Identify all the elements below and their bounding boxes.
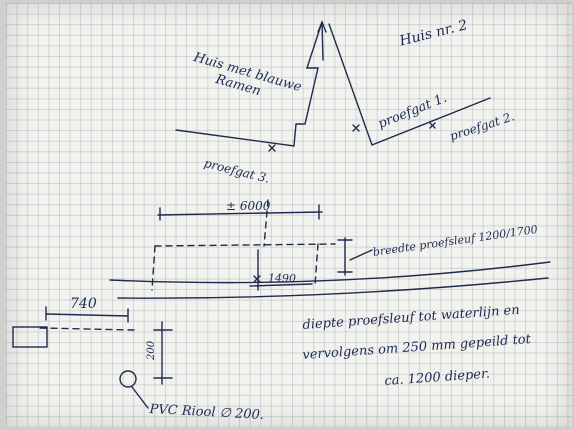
ground-line-2 — [117, 277, 549, 299]
ground-line-1 — [109, 261, 551, 284]
label-trench-length: ± 6000 — [226, 199, 271, 213]
trench-length-dim-line — [157, 211, 323, 216]
label-dim-1490: 1490 — [268, 272, 296, 285]
dim-1490-line — [249, 283, 313, 287]
label-dim-200: 200 — [146, 340, 157, 360]
house-2-outline — [328, 23, 491, 146]
trial-pit-3-mark — [268, 144, 276, 152]
dim-740-line — [45, 313, 129, 317]
trial-pit-2-mark — [429, 122, 436, 129]
trial-pit-1-mark — [352, 124, 360, 132]
graph-paper-sheet — [6, 3, 572, 427]
north-arrow — [317, 20, 327, 33]
label-dim-740: 740 — [70, 296, 97, 312]
sewer-pipe-circle — [119, 370, 137, 388]
existing-box — [12, 326, 48, 348]
trench-outline-top — [154, 243, 336, 247]
